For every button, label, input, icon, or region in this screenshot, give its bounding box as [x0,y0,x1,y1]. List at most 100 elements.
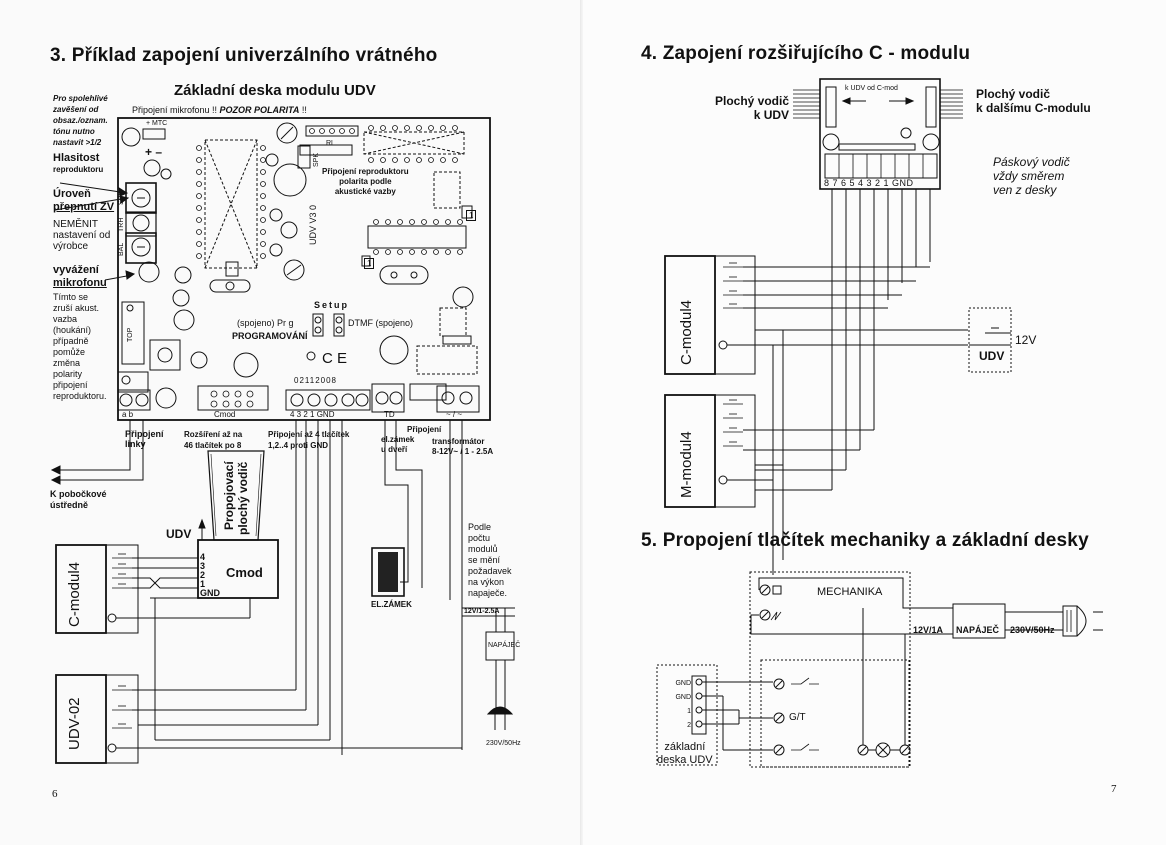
right-supply-box [952,603,1006,639]
supply-rating-left: 12V/1-2.5A [464,608,500,615]
cmod-box [197,539,279,599]
relay-top [363,131,465,155]
ribbon-label-1: Propojovací [222,461,236,530]
terminal-ab: a b [122,410,134,419]
right-supply-label: NAPÁJEČ [956,625,1000,635]
udv-dotted-box [968,307,1012,373]
udv-board-outline [117,117,491,421]
mains-plug-icon [1076,605,1087,637]
mic-note: Připojení mikrofonu !! POZOR POLARITA !! [132,105,307,115]
pin-labels: 8 7 6 5 4 3 2 1 GND [824,178,914,188]
mtc-label: + MTC [146,120,168,127]
marker-one-b: 1 [364,258,375,270]
cmod-connector [197,385,269,411]
plus-minus: + – [145,145,163,159]
trh-label: TRH [118,217,125,232]
cmod-connector-label: Cmod [214,410,236,419]
volume-arrow [59,182,128,194]
udv-board-pins [656,664,718,766]
spk-small-label: SPK [313,152,320,167]
left-page-wiring [50,117,515,764]
terminal-power: ~ / ~ [446,410,463,419]
right-page: 4. Zapojení rozšiřujícího C - modulu Plo… [583,0,1166,845]
capacitor [143,159,161,177]
programming-label: PROGRAMOVÁNÍ [232,331,308,341]
spk-jumper [297,145,311,169]
right-page-wiring [656,78,1103,768]
mic-component [121,127,141,147]
v12-label: 12V [1015,333,1037,347]
mains-label-left: 230V/50Hz [486,740,521,747]
speaker-component [273,163,307,197]
left-page: 3. Příklad zapojení univerzálního vrátné… [50,45,521,800]
lock-box [371,547,405,597]
top-relay [121,301,145,365]
second-ic [367,225,467,249]
ce-mark: C E [322,350,348,367]
line-terminal [117,389,151,411]
volume-arrowhead [118,187,129,197]
prog-label: (spojeno) Pr g [237,318,294,328]
lock-wire-1 [384,420,409,583]
top-label: TOP [127,327,134,342]
right-supply-rating: 12V/1A [913,625,944,635]
marker-one: 1 [466,210,477,222]
terminal-td: TD [384,410,395,419]
left-page-heading: 3. Příklad zapojení univerzálního vrátné… [50,45,438,66]
mechanika-box [749,571,911,768]
left-supply-box [485,631,515,661]
dtmf-label: DTMF (spojeno) [348,318,414,328]
lock-label: EL.ZÁMEK [371,600,412,609]
right-cmodul-label: C-modul4 [678,299,695,365]
mechanika-label: MECHANIKA [817,586,883,598]
udv-label: UDV [979,349,1005,363]
pbx-wire-1 [52,420,144,481]
gt-label: G/T [789,712,806,723]
setup-label: Setup [314,300,350,310]
power-terminal [436,385,480,413]
serial-number: 02112008 [294,376,337,385]
right-mains-label: 230V/50Hz [1010,625,1055,635]
plug-icon [486,706,514,715]
crystal [379,265,429,285]
module-top-labels: k UDV od C-mod [845,85,898,92]
left-page-number: 6 [52,788,58,800]
main-ic [204,139,258,269]
level-arrow [54,197,128,211]
prog-jumper [312,313,324,337]
section5-heading: 5. Propojení tlačítek mechaniky a základ… [641,530,1089,551]
left-cmodul-label: C-modul4 [66,561,83,627]
terminal-numbers: 4 3 2 1 GND [290,410,335,419]
buttons-terminal [285,389,371,411]
bal-label: BAL [118,242,125,256]
supply-label-left: NAPÁJEČ [488,642,521,649]
right-page-number: 7 [1111,783,1117,795]
dtmf-jumper [333,313,345,337]
udv-version: UDV V3 0 [308,204,318,245]
section4-heading: 4. Zapojení rozšiřujícího C - modulu [641,43,971,64]
board-title: Základní deska modulu UDV [174,82,376,99]
cmodule-output-wires [831,189,931,490]
spk-label: SPK [118,190,125,205]
ribbon-label-2: plochý vodič [236,461,250,535]
udv-arrow-label: UDV [166,527,192,541]
